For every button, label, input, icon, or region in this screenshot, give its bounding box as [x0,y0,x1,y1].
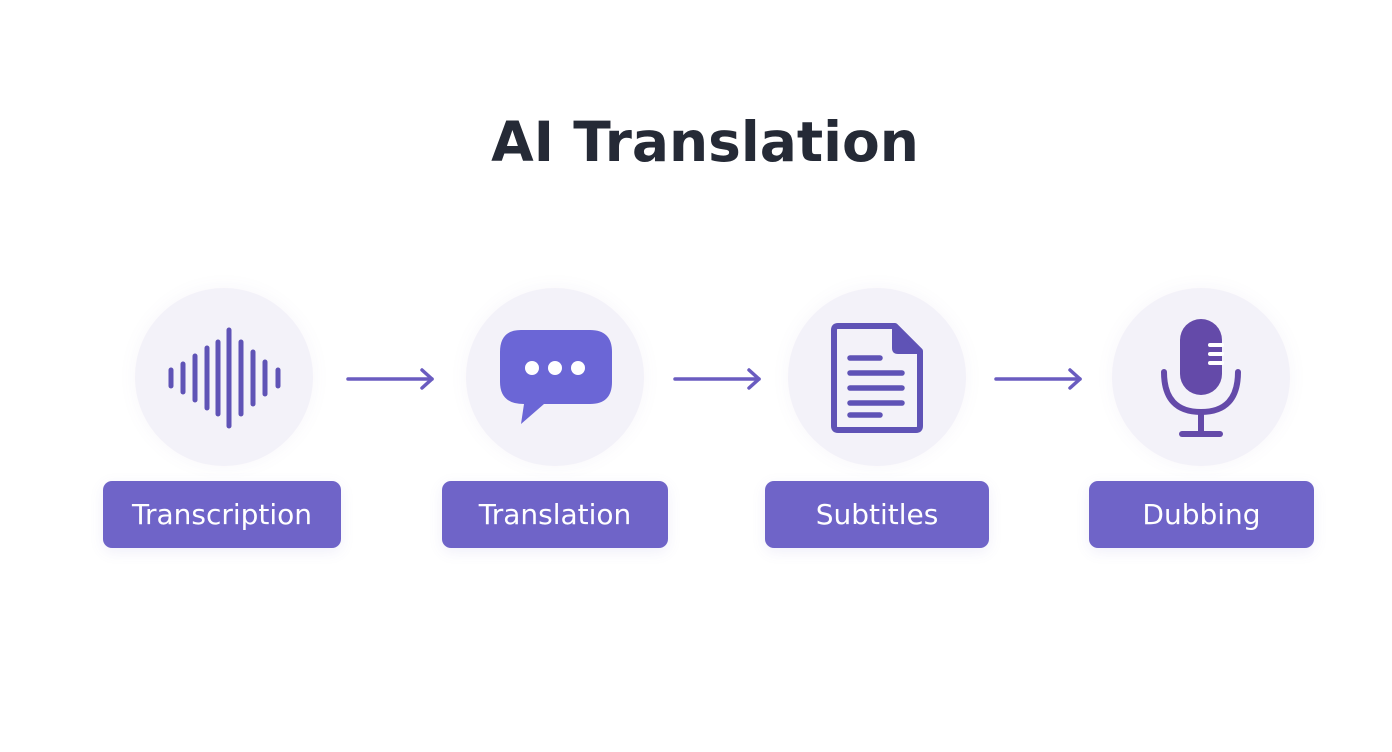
chat-bubble-icon [500,330,612,424]
microphone-icon [1161,319,1241,437]
step-dubbing-label: Dubbing [1089,481,1314,548]
step-transcription-icon-circle [135,288,313,466]
arrow-right-icon [346,368,434,390]
sound-wave-icon [168,327,281,429]
step-translation-icon-circle [466,288,644,466]
step-dubbing-icon-circle [1112,288,1290,466]
arrow-right-icon [994,368,1082,390]
step-subtitles-icon-circle [788,288,966,466]
diagram-title: AI Translation [491,110,919,174]
step-translation-label: Translation [442,481,668,548]
step-transcription-label: Transcription [103,481,341,548]
step-subtitles-label: Subtitles [765,481,989,548]
document-icon [831,323,923,433]
arrow-right-icon [673,368,761,390]
